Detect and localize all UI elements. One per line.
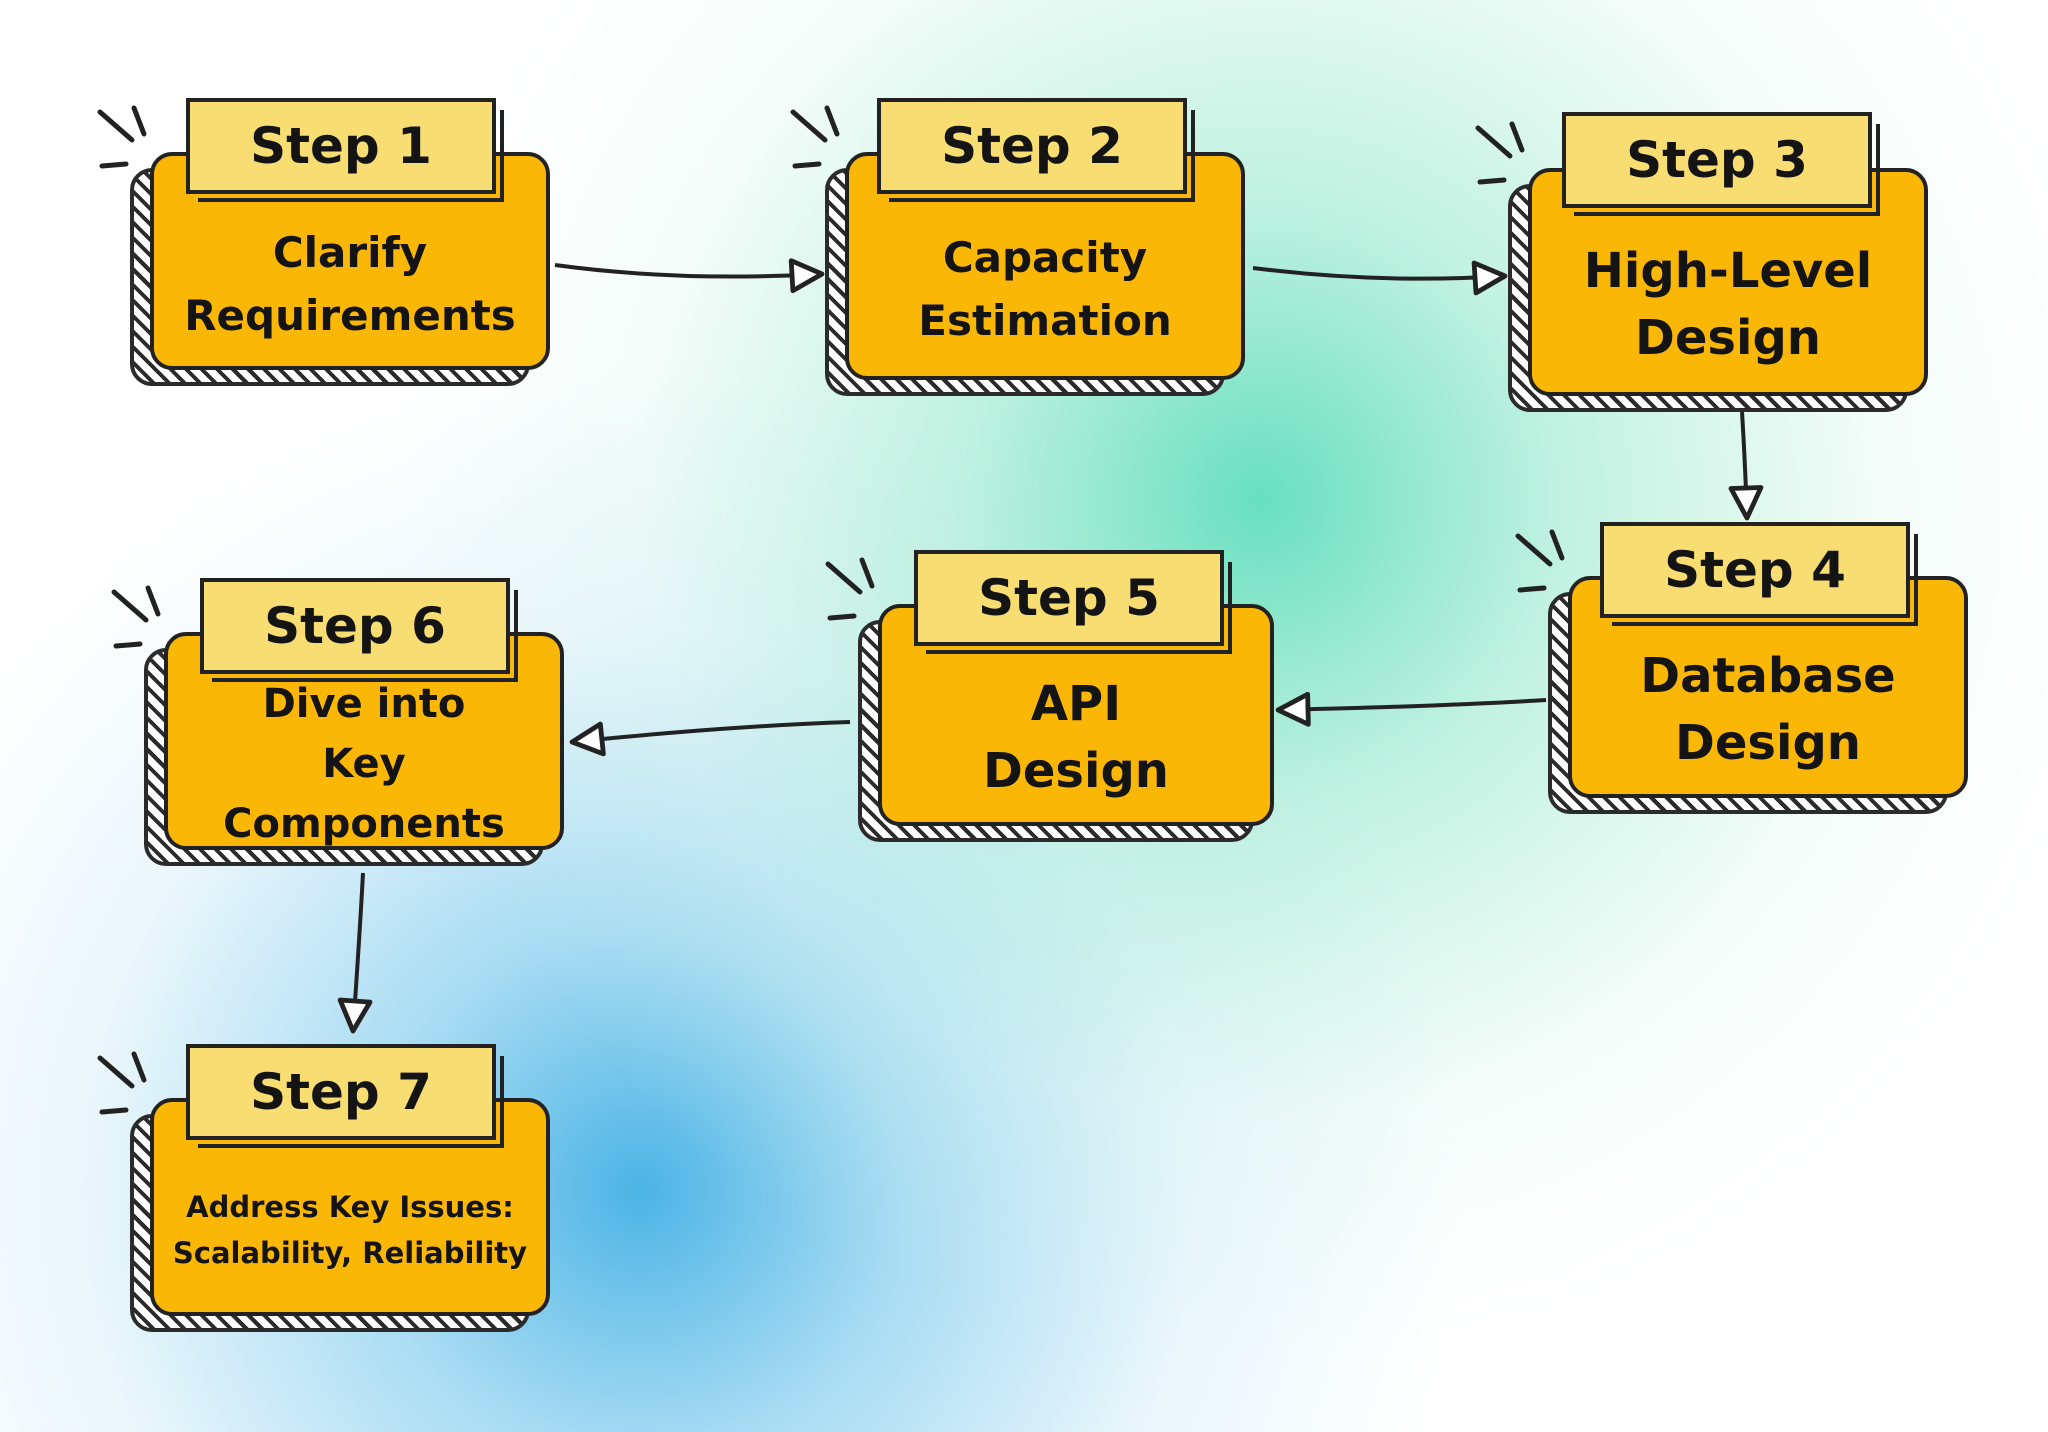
step-3-description: High-Level Design xyxy=(1583,242,1873,366)
step-1-description: Clarify Requirements xyxy=(184,228,516,340)
arrow-step1-to-step2 xyxy=(554,258,825,294)
arrow-step6-to-step7 xyxy=(337,872,373,1034)
step-5-label: Step 5 xyxy=(914,550,1232,654)
sparkle-step-1 xyxy=(97,105,147,169)
step-7-description: Address Key Issues: Scalability, Reliabi… xyxy=(172,1189,528,1270)
arrow-step5-to-step6 xyxy=(569,720,851,757)
sparkle-step-6 xyxy=(111,585,161,649)
step-2-label: Step 2 xyxy=(877,98,1195,202)
step-2-description: Capacity Estimation xyxy=(918,233,1172,345)
arrow-step4-to-step5 xyxy=(1275,691,1547,727)
sparkle-step-7 xyxy=(97,1051,147,1115)
step-3-label: Step 3 xyxy=(1562,112,1880,216)
sparkle-step-2 xyxy=(790,105,840,169)
step-4-label: Step 4 xyxy=(1600,522,1918,626)
step-1-label: Step 1 xyxy=(186,98,504,202)
step-6-label: Step 6 xyxy=(200,578,518,682)
step-5-description: API Design xyxy=(983,675,1169,799)
arrow-step2-to-step3 xyxy=(1252,260,1508,296)
step-7-label: Step 7 xyxy=(186,1044,504,1148)
step-4-description: Database Design xyxy=(1640,647,1896,771)
step-6-description: Dive into Key Components xyxy=(223,681,505,847)
sparkle-step-3 xyxy=(1475,121,1525,185)
sparkle-step-4 xyxy=(1515,529,1565,593)
arrow-step3-to-step4 xyxy=(1728,411,1764,521)
sparkle-step-5 xyxy=(825,557,875,621)
